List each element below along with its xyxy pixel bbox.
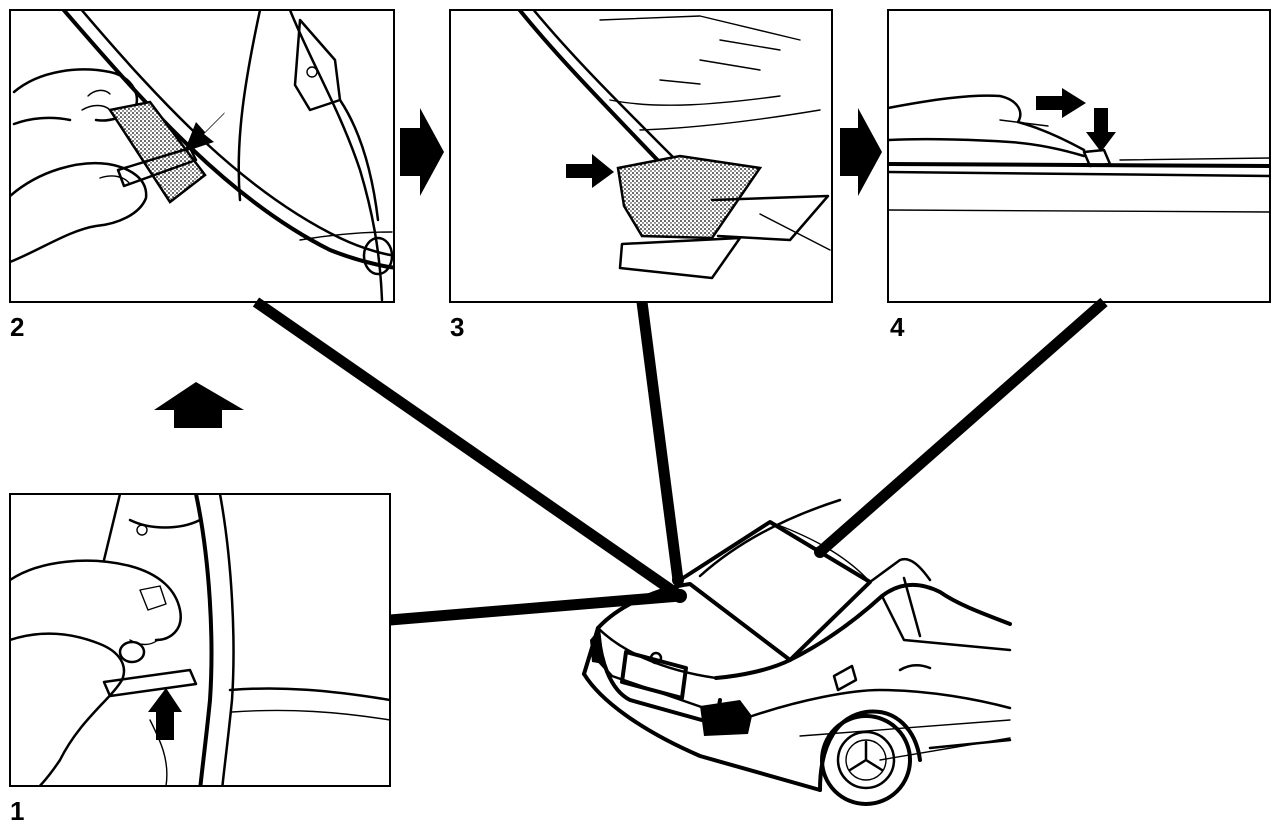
panel-1-label: 1 <box>10 796 24 826</box>
leader-line-panel-3 <box>636 301 684 581</box>
attachment-point <box>673 589 687 603</box>
car-illustration <box>582 498 1012 806</box>
pointer-arrow-icon <box>1086 108 1116 152</box>
panel-1-frame <box>9 493 391 787</box>
panel-4-illustration <box>888 88 1270 213</box>
panel-1 <box>9 493 391 787</box>
panel-4 <box>887 9 1271 303</box>
attachment-point <box>814 546 826 558</box>
block-arrow-right-icon <box>400 108 444 196</box>
panel-2 <box>9 9 395 303</box>
leader-line-panel-1 <box>389 590 681 626</box>
panel-2-illustration <box>10 10 394 302</box>
block-arrow-up-icon <box>154 382 244 428</box>
pointer-arrow-icon <box>184 112 225 152</box>
leader-line-panel-4 <box>816 297 1108 557</box>
pointer-arrow-icon <box>566 154 614 188</box>
panel-4-frame <box>887 9 1271 303</box>
panel-3-illustration <box>517 10 831 280</box>
panel-3-label: 3 <box>450 312 464 342</box>
pointer-arrow-icon <box>1036 88 1086 118</box>
panel-1-illustration <box>10 494 390 786</box>
pointer-arrow-icon <box>148 688 182 740</box>
leader-line-panel-2 <box>252 297 684 601</box>
panel-3 <box>449 9 833 303</box>
panel-3-frame <box>449 9 833 303</box>
attachment-point <box>672 574 684 586</box>
panel-4-label: 4 <box>890 312 905 342</box>
block-arrow-right-icon <box>840 108 882 196</box>
panel-2-label: 2 <box>10 312 24 342</box>
